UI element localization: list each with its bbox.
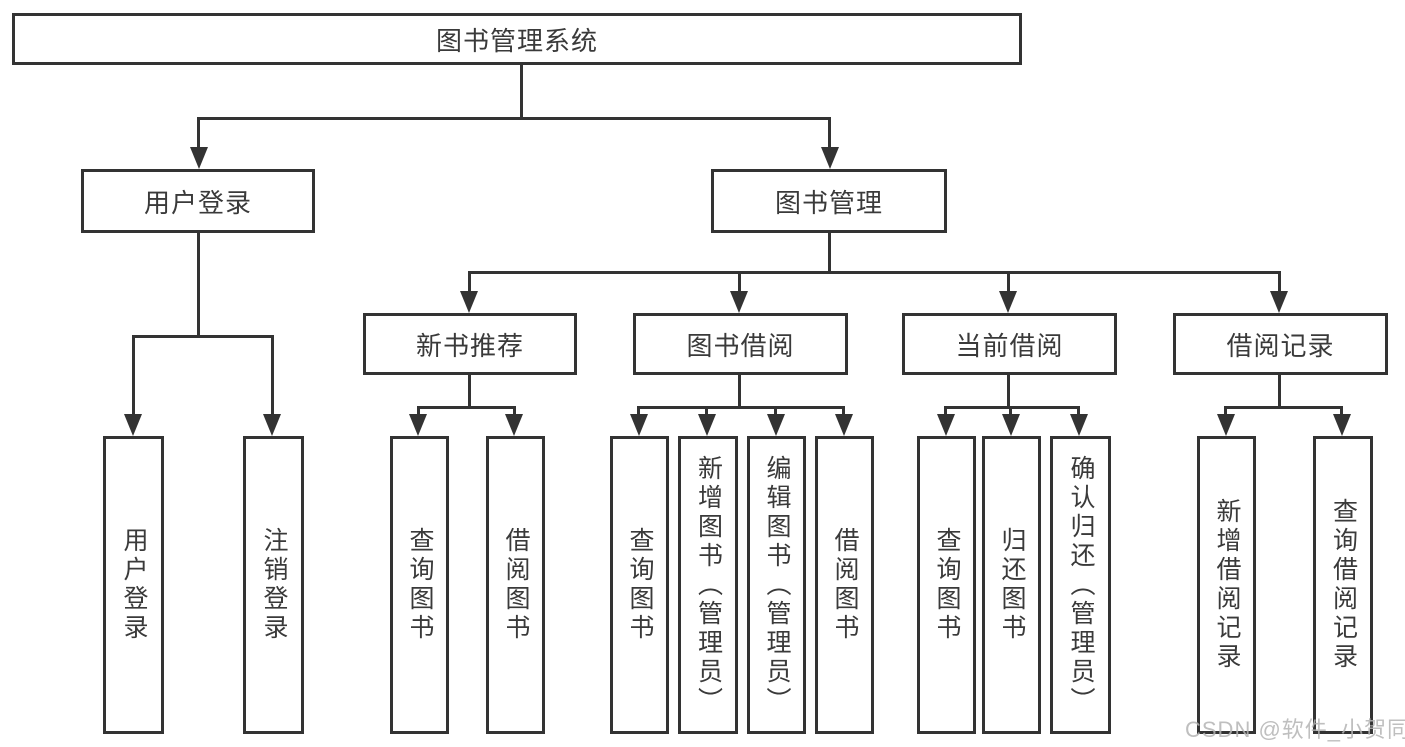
connector-line [1278,374,1281,408]
csdn-watermark: CSDN @软件_小贺同学 [1185,717,1405,742]
node-label: 图书管理系统 [435,25,598,56]
connector-line [271,335,274,416]
connector-line [468,271,471,294]
arrow-down-icon [460,291,478,313]
leaf-return-book: 归还图书 [982,436,1041,734]
node-label: 新增图书（管理员） [694,454,723,716]
connector-line [1278,271,1281,294]
leaf-logout: 注销登录 [243,436,304,734]
node-user-login-branch: 用户登录 [81,169,315,233]
arrow-down-icon [937,414,955,436]
node-label: 查询图书 [933,527,961,643]
leaf-borrowing-borrow-books: 借阅图书 [815,436,874,734]
connector-line [944,406,947,416]
arrow-down-icon [767,414,785,436]
connector-line [1224,406,1227,416]
connector-line [842,406,845,416]
arrow-down-icon [835,414,853,436]
connector-line [520,64,523,119]
leaf-user-login: 用户登录 [103,436,164,734]
connector-line [1224,406,1342,409]
node-current-borrowing: 当前借阅 [902,313,1117,375]
leaf-borrowing-query-books: 查询图书 [610,436,669,734]
connector-line [774,406,777,416]
connector-line [738,374,741,408]
leaf-add-book-admin: 新增图书（管理员） [678,436,738,734]
node-label: 当前借阅 [955,330,1064,361]
leaf-edit-book-admin: 编辑图书（管理员） [747,436,806,734]
node-label: 用户登录 [143,187,252,218]
connector-line [1007,271,1010,294]
connector-line [1340,406,1343,416]
arrow-down-icon [409,414,427,436]
node-label: 新书推荐 [415,330,524,361]
connector-line [705,406,708,416]
connector-line [828,117,831,149]
arrow-down-icon [1217,414,1235,436]
node-new-book-recommend: 新书推荐 [363,313,577,375]
node-label: 查询借阅记录 [1329,498,1358,672]
node-label: 借阅图书 [831,527,859,643]
connector-line [197,233,200,337]
arrow-down-icon [263,414,281,436]
node-book-management-branch: 图书管理 [711,169,947,233]
connector-line [1007,374,1010,408]
node-label: 新增借阅记录 [1213,498,1241,672]
leaf-confirm-return-admin: 确认归还（管理员） [1050,436,1111,734]
node-label: 归还图书 [998,527,1026,643]
node-label: 查询图书 [626,527,654,643]
node-book-borrowing: 图书借阅 [633,313,848,375]
arrow-down-icon [124,414,142,436]
connector-line [197,117,200,149]
connector-line [417,406,420,416]
connector-line [637,406,844,409]
arrow-down-icon [1002,414,1020,436]
connector-line [468,271,1281,274]
node-label: 确认归还（管理员） [1067,454,1095,716]
leaf-recommend-borrow-books: 借阅图书 [486,436,545,734]
arrow-down-icon [730,291,748,313]
leaf-query-borrow-record: 查询借阅记录 [1313,436,1373,734]
connector-line [1009,406,1012,416]
connector-line [738,271,741,294]
node-label: 编辑图书（管理员） [763,454,791,716]
arrow-down-icon [1270,291,1288,313]
connector-line [132,335,135,416]
node-label: 图书借阅 [686,330,795,361]
leaf-add-borrow-record: 新增借阅记录 [1197,436,1256,734]
arrow-down-icon [630,414,648,436]
node-label: 查询图书 [406,527,434,643]
arrow-down-icon [1333,414,1351,436]
connector-line [828,233,831,273]
connector-line [637,406,640,416]
arrow-down-icon [999,291,1017,313]
connector-line [944,406,1080,409]
arrow-down-icon [698,414,716,436]
connector-line [417,406,516,409]
connector-line [197,117,831,120]
leaf-recommend-query-books: 查询图书 [390,436,449,734]
node-label: 借阅记录 [1226,330,1335,361]
connector-line [468,375,471,408]
leaf-current-query-books: 查询图书 [917,436,976,734]
arrow-down-icon [190,147,208,169]
node-label: 注销登录 [260,527,288,643]
node-label: 图书管理 [774,187,883,218]
connector-line [1077,406,1080,416]
arrow-down-icon [1070,414,1088,436]
arrow-down-icon [505,414,523,436]
connector-line [132,335,274,338]
node-label: 用户登录 [120,527,148,643]
node-label: 借阅图书 [502,527,530,643]
node-borrowing-records: 借阅记录 [1173,313,1388,375]
arrow-down-icon [821,147,839,169]
connector-line [513,406,516,416]
node-root: 图书管理系统 [12,13,1022,65]
